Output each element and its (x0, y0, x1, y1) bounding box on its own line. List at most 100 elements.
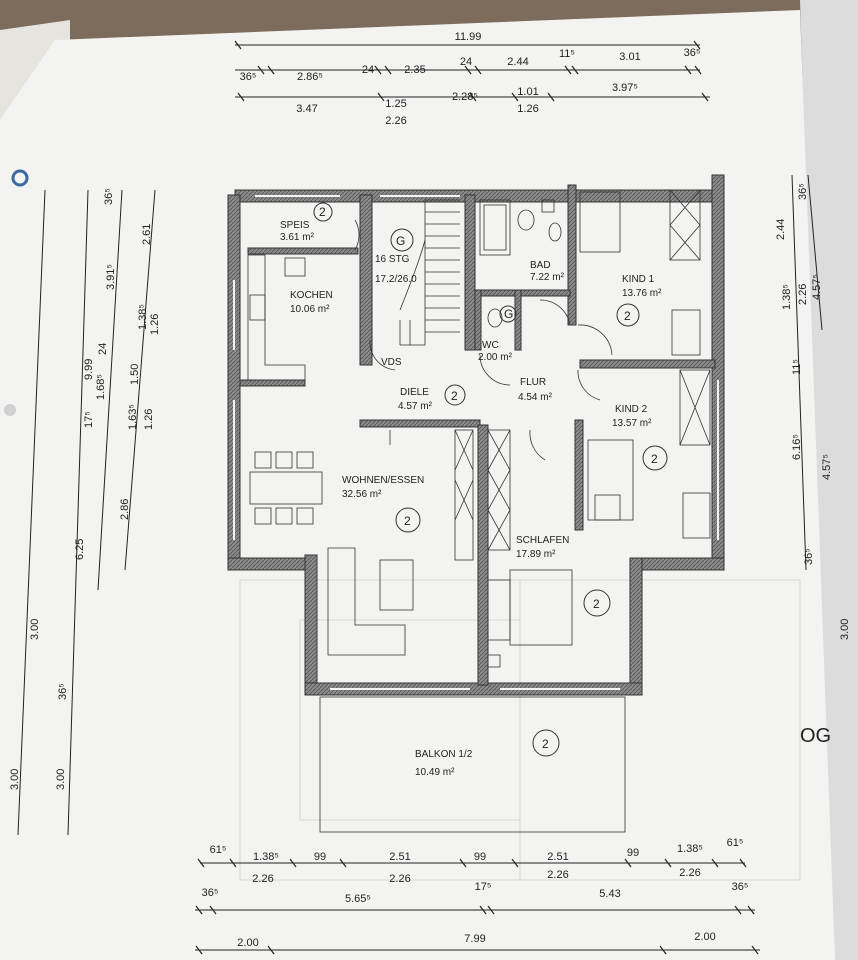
furniture (247, 189, 711, 833)
room-kochen-area: 10.06 m² (290, 304, 330, 315)
dim-left-c4-2: 1.50 (129, 364, 141, 385)
binder-page-right (800, 0, 858, 960)
dim-bot-r1b-1: 2.26 (389, 873, 410, 885)
dim-left-c3-1: 1.68⁵ (95, 374, 107, 400)
dims-top (234, 40, 710, 102)
dim-right-c1-3: 6.16⁵ (791, 434, 803, 460)
mark-kind2: 2 (651, 452, 658, 466)
dim-bot-r2-4: 36⁵ (732, 881, 749, 893)
dims-bottom-labels: 61⁵ 1.38⁵ 99 2.51 99 2.51 99 1.38⁵ 61⁵ 2… (202, 837, 749, 949)
dim-bot-r1-7: 1.38⁵ (677, 843, 703, 855)
dim-top-r2-4: 3.97⁵ (612, 82, 638, 94)
dim-right-c1-0: 2.44 (775, 219, 787, 240)
dim-top-r1-1: 2.86⁵ (297, 71, 323, 83)
room-kochen-name: KOCHEN (290, 290, 333, 301)
room-schlafen-name: SCHLAFEN (516, 535, 569, 546)
room-kind2-area: 13.57 m² (612, 418, 652, 429)
room-kind2-name: KIND 2 (615, 404, 648, 415)
room-wohnen-area: 32.56 m² (342, 489, 382, 500)
room-kind1-name: KIND 1 (622, 274, 655, 285)
dim-bot-r2-1: 5.65⁵ (345, 893, 371, 905)
mark-kind1: 2 (624, 309, 631, 323)
dim-left-c3-4: 36⁵ (103, 188, 115, 205)
room-balkon-name: BALKON 1/2 (415, 749, 473, 760)
binder-ring (4, 169, 29, 416)
room-labels: SPEIS 3.61 m² 16 STG 17.2/26.0 BAD 7.22 … (280, 220, 662, 778)
dim-top-r1-4: 24 (460, 56, 472, 68)
dim-top-r1-7: 3.01 (619, 51, 640, 63)
dim-left-c5-0: 1.26 (143, 409, 155, 430)
mark-balkon: 2 (542, 737, 549, 751)
handwritten-marks (313, 202, 668, 757)
mark-wohnen: 2 (404, 514, 411, 528)
room-kind1-area: 13.76 m² (622, 288, 662, 299)
dim-left-c4-4: 2.61 (141, 224, 153, 245)
dim-top-r1-0: 36⁵ (240, 71, 257, 83)
room-wc-name: WC (482, 340, 499, 351)
floor-label-og: OG (800, 725, 831, 747)
paper-sheet (0, 10, 835, 960)
dim-left-c2-2: 6.25 (74, 539, 86, 560)
dim-left-c1-1: 3.00 (29, 619, 41, 640)
dims-top-labels: 11.99 36⁵ 2.86⁵ 24 2.35 24 2.44 11⁵ 3.01… (240, 31, 701, 127)
dim-right-c2-4: 3.00 (839, 619, 851, 640)
dims-right-labels: 2.44 1.38⁵ 11⁵ 6.16⁵ 36⁵ 36⁵ 2.26 4.57⁵ … (775, 183, 851, 640)
handwritten-mark-text: 2 G 2 G 2 2 2 2 2 (319, 205, 658, 751)
room-wohnen-name: WOHNEN/ESSEN (342, 475, 424, 486)
dim-bot-r2-2: 17⁵ (475, 881, 492, 893)
dim-top-r1-8: 36⁵ (684, 47, 701, 59)
mark-diele: 2 (451, 389, 458, 403)
mark-stairs: G (396, 234, 405, 248)
dim-left-c2-0: 3.00 (55, 769, 67, 790)
dim-left-c3-0: 17⁵ (83, 411, 95, 428)
dim-bot-r1-6: 99 (627, 847, 639, 859)
windows (233, 179, 719, 690)
dims-left-labels: 3.00 3.00 3.00 36⁵ 6.25 9.99 17⁵ 1.68⁵ 2… (9, 188, 161, 790)
dim-top-r2-2: 2.28⁵ (452, 91, 478, 103)
dim-right-c1-4: 36⁵ (803, 548, 815, 565)
dim-top-r2-3: 1.01 (517, 86, 538, 98)
dim-bot-r1-8: 61⁵ (727, 837, 744, 849)
room-bad-area: 7.22 m² (530, 272, 565, 283)
dim-top-r1-6: 11⁵ (559, 48, 575, 60)
dim-left-c3-2: 24 (97, 343, 109, 355)
dim-left-c4-3: 1.38⁵ (137, 304, 149, 330)
dims-bottom (195, 858, 760, 955)
dim-bot-r1b-2: 2.26 (547, 869, 568, 881)
mark-speis: 2 (319, 205, 326, 219)
dim-left-c4-0: 2.86 (119, 499, 131, 520)
dim-bot-r1-1: 1.38⁵ (253, 851, 279, 863)
dim-left-c2-3: 9.99 (83, 359, 95, 380)
dim-left-c2-1: 36⁵ (57, 683, 69, 700)
dim-bot-r2-0: 36⁵ (202, 887, 219, 899)
mark-wc: G (504, 307, 513, 321)
room-speis-area: 3.61 m² (280, 232, 315, 243)
dim-bot-r2-3: 5.43 (599, 888, 620, 900)
dim-left-c5-1: 1.26 (149, 314, 161, 335)
room-speis-name: SPEIS (280, 220, 310, 231)
dim-top-r2-1: 1.25 (385, 98, 406, 110)
dim-left-c4-1: 1.63⁵ (127, 404, 139, 430)
dim-bot-r1-0: 61⁵ (210, 844, 227, 856)
dim-right-c2-3: 4.57⁵ (821, 454, 833, 480)
walls (227, 174, 725, 696)
dim-bot-r1-3: 2.51 (389, 851, 410, 863)
dim-right-c2-0: 36⁵ (797, 183, 809, 200)
room-diele-name: DIELE (400, 387, 429, 398)
dim-top-r1-3: 2.35 (404, 64, 425, 76)
room-diele-area: 4.57 m² (398, 401, 433, 412)
room-flur-name: FLUR (520, 377, 546, 388)
dim-top-r2b-1: 1.26 (517, 103, 538, 115)
dim-right-c2-2: 4.57⁵ (811, 274, 823, 300)
dims-left (17, 189, 156, 836)
label-vds: VDS (381, 357, 402, 368)
dim-bot-r1b-0: 2.26 (252, 873, 273, 885)
staircase (399, 199, 460, 346)
dim-top-r2b-0: 2.26 (385, 115, 406, 127)
dim-left-c3-3: 3.91⁵ (105, 264, 117, 290)
room-stairs-name: 16 STG (375, 254, 410, 265)
dim-bot-r3-0: 2.00 (237, 937, 258, 949)
dim-left-c1-0: 3.00 (9, 769, 21, 790)
room-balkon-area: 10.49 m² (415, 767, 455, 778)
